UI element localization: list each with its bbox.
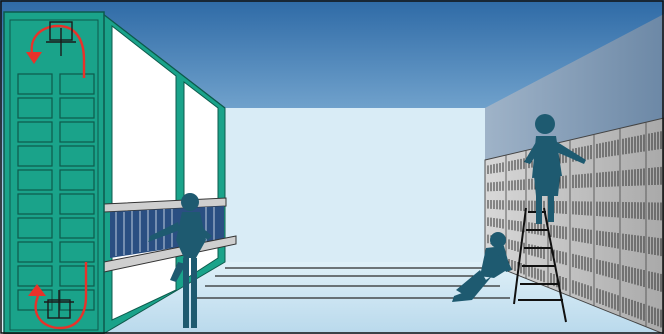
cabinet-cell	[18, 146, 52, 166]
window-pane-large	[112, 26, 176, 320]
cabinet-cell	[60, 74, 94, 94]
cabinet-cell	[18, 98, 52, 118]
cabinet-cell	[18, 194, 52, 214]
cabinet-cell	[60, 194, 94, 214]
cabinet-cell	[60, 218, 94, 238]
cabinet-cell	[18, 122, 52, 142]
cabinet-cell	[18, 218, 52, 238]
cabinet-cell	[18, 266, 52, 286]
cabinet-cell	[60, 266, 94, 286]
cabinet-cell	[60, 98, 94, 118]
cabinet-cell	[18, 74, 52, 94]
cabinet-cell	[18, 170, 52, 190]
cabinet-cell	[60, 170, 94, 190]
cabinet-cell	[18, 242, 52, 262]
cabinet-cell	[60, 242, 94, 262]
left-cabinet	[4, 12, 104, 334]
cabinet-cell	[60, 146, 94, 166]
back-wall	[225, 108, 485, 262]
cabinet-cell	[60, 122, 94, 142]
